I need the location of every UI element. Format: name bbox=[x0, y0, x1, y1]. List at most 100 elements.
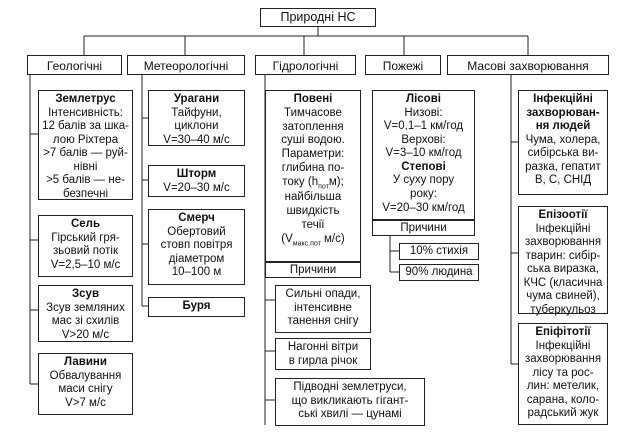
mudflow-line: зьовий потік bbox=[52, 245, 119, 258]
forest-fire-line: Верхові: bbox=[401, 133, 446, 146]
epiphytotic-line: Інфекційні bbox=[535, 339, 591, 352]
hydro-cause-box: Нагонні вітри в гирла річок bbox=[275, 338, 371, 370]
flood-line: найбільша bbox=[284, 191, 342, 204]
mudflow-line: Гірський гря- bbox=[51, 231, 120, 244]
infections-line: Чума, холера, bbox=[525, 133, 601, 146]
flood-depth-text: току (h bbox=[282, 175, 319, 188]
fire-cause-box: 90% людина bbox=[399, 264, 479, 281]
landslide-line: V>20 м/с bbox=[61, 328, 110, 341]
epiphytotic-line: радський жук bbox=[527, 407, 599, 420]
flood-line: швидкість bbox=[286, 205, 340, 218]
hydro-cause-line: танення снігу bbox=[287, 315, 359, 328]
category-fires: Пожежі bbox=[365, 55, 441, 75]
tempest-title: Буря bbox=[182, 300, 211, 312]
epizootic-line: туберкульоз bbox=[530, 303, 596, 316]
storm-box: Шторм V=20–30 м/с bbox=[148, 165, 245, 197]
epizootic-box: Епізоотії Інфекційні захворювання тварин… bbox=[518, 206, 608, 316]
tornado-title: Смерч bbox=[178, 212, 215, 224]
infections-title: Інфекційні bbox=[533, 93, 593, 105]
mudflow-line: V=2,5–10 м/с bbox=[50, 258, 121, 271]
hurricane-box: Урагани Тайфуни, циклони V=30–40 м/с bbox=[148, 90, 245, 146]
tempest-box: Буря bbox=[148, 297, 245, 317]
epiphytotic-box: Епіфітотії Інфекційні захворювання лісу … bbox=[518, 323, 608, 425]
infections-line: сибірська ви- bbox=[527, 147, 599, 160]
epiphytotic-line: лин: метелик, bbox=[526, 380, 600, 393]
fire-box: Лісові Низові: V=0,1–1 км/год Верхові: V… bbox=[372, 90, 475, 220]
flood-depth-line: току (hпотм); bbox=[269, 176, 357, 192]
hydro-cause-box: Сильні опади, інтенсивне танення снігу bbox=[275, 285, 371, 333]
tornado-line: 10–100 м bbox=[171, 266, 222, 279]
root-label: Природні НС bbox=[280, 10, 356, 24]
earthquake-line: нівні bbox=[73, 160, 98, 173]
flood-line: Тимчасове bbox=[284, 106, 342, 119]
hydro-cause-line: в гирла річок bbox=[288, 354, 358, 367]
fire-cause-natural: 10% стихія bbox=[409, 245, 469, 257]
epizootic-line: чума свиней), bbox=[526, 290, 600, 303]
earthquake-line: лою Ріхтера bbox=[52, 133, 119, 146]
avalanche-line: Обвалування bbox=[49, 369, 122, 382]
fire-causes-label: Причини bbox=[372, 220, 475, 236]
tornado-line: діаметром bbox=[168, 252, 225, 265]
flood-velocity-subscript: макс.пот bbox=[292, 240, 321, 248]
steppe-fire-line: У суху пору bbox=[392, 174, 455, 187]
infections-title: ня людей bbox=[535, 120, 591, 133]
category-meteorological: Метеорологічні bbox=[127, 55, 245, 75]
steppe-fire-line: року: bbox=[410, 187, 437, 200]
category-meteorological-label: Метеорологічні bbox=[143, 59, 229, 73]
infections-line: В, С, СНІД bbox=[534, 174, 592, 187]
category-hydrological: Гідрологічні bbox=[255, 55, 356, 75]
landslide-title: Зсув bbox=[71, 288, 100, 300]
earthquake-line: Інтенсивність: bbox=[48, 106, 123, 119]
earthquake-line: безпечні bbox=[62, 187, 108, 200]
hydro-cause-line: що викликають гігант- bbox=[291, 394, 409, 407]
flood-velocity-line: (Vмакс.пот м/с) bbox=[269, 233, 357, 249]
flood-box: Повені Тимчасове затоплення суші водою. … bbox=[265, 90, 361, 262]
epiphytotic-line: лісу та рос- bbox=[532, 366, 594, 379]
hydro-cause-box: Підводні землетруси, що викликають гіган… bbox=[275, 378, 425, 426]
mudflow-title: Сель bbox=[70, 218, 101, 230]
epiphytotic-line: сарана, коло- bbox=[526, 393, 600, 406]
hydro-causes-label: Причини bbox=[265, 262, 361, 278]
epizootic-line: ська виразка, bbox=[527, 263, 599, 276]
hydro-cause-line: Сильні опади, bbox=[285, 288, 361, 300]
earthquake-box: Землетрус Інтенсивність: 12 балів за шка… bbox=[38, 90, 133, 200]
epizootic-line: захворювання bbox=[524, 236, 602, 249]
tornado-box: Смерч Обертовий стовп повітря діаметром … bbox=[148, 209, 245, 285]
avalanche-line: V>7 м/с bbox=[65, 396, 106, 409]
category-geological-label: Геологічні bbox=[46, 59, 103, 73]
epiphytotic-title: Епіфітотії bbox=[535, 326, 591, 338]
epiphytotic-line: захворювання bbox=[524, 353, 602, 366]
hurricane-line: циклони bbox=[174, 120, 219, 133]
forest-fire-line: V=3–10 км/год bbox=[385, 147, 462, 160]
root-node: Природні НС bbox=[260, 8, 376, 27]
flood-line: течії bbox=[301, 219, 325, 232]
flood-line: Параметри: bbox=[281, 148, 345, 161]
tornado-line: стовп повітря bbox=[160, 239, 233, 252]
fire-causes-label-text: Причини bbox=[400, 222, 447, 234]
avalanche-title: Лавини bbox=[64, 356, 107, 368]
forest-fire-title: Лісові bbox=[406, 93, 441, 105]
steppe-fire-line: V=20–30 км/год bbox=[382, 201, 465, 214]
epizootic-title: Епізоотії bbox=[538, 209, 588, 221]
avalanche-box: Лавини Обвалування маси снігу V>7 м/с bbox=[38, 353, 133, 415]
hydro-cause-line: Підводні землетруси, bbox=[293, 381, 407, 393]
earthquake-line: >5 балів — не- bbox=[46, 174, 125, 187]
flood-velocity-tail: м/с) bbox=[320, 232, 345, 245]
hurricane-title: Урагани bbox=[173, 93, 220, 105]
hurricane-line: Тайфуни, bbox=[171, 106, 222, 119]
infections-line: разка, гепатит bbox=[525, 160, 601, 173]
infections-box: Інфекційні захворюван- ня людей Чума, хо… bbox=[518, 90, 608, 195]
epizootic-line: Інфекційні bbox=[535, 222, 591, 235]
tornado-line: Обертовий bbox=[167, 225, 226, 238]
hydro-cause-line: Нагонні вітри bbox=[287, 341, 359, 353]
hydro-cause-line: інтенсивне bbox=[294, 301, 352, 314]
earthquake-line: >7 балів — руй- bbox=[43, 147, 128, 160]
category-hydrological-label: Гідрологічні bbox=[272, 59, 339, 73]
forest-fire-line: Низові: bbox=[404, 106, 443, 119]
category-mass-diseases: Масові захворювання bbox=[447, 55, 609, 75]
hydro-cause-line: ські хвилі — цунамі bbox=[298, 408, 402, 421]
infections-title: захворюван- bbox=[526, 106, 600, 119]
epizootic-line: КЧС (класична bbox=[523, 276, 603, 289]
flood-title: Повені bbox=[293, 93, 333, 105]
category-fires-label: Пожежі bbox=[382, 59, 424, 73]
